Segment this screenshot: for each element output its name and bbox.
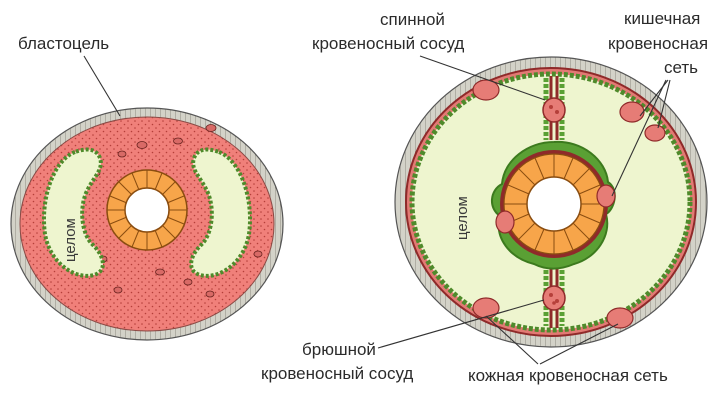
left-cross-section: бластоцель целом <box>11 34 283 340</box>
intestinal-net-label-3: сеть <box>664 58 698 77</box>
blastocoel-leader <box>84 56 120 116</box>
right-cross-section: целом спинной кровеносный сосуд кишечная… <box>261 9 708 385</box>
left-coelom-label: целом <box>62 218 79 262</box>
right-coelom-label: целом <box>454 196 471 240</box>
left-gut <box>107 170 187 250</box>
dorsal-vessel-label-1: спинной <box>380 10 445 29</box>
intestinal-net-label-1: кишечная <box>624 9 700 28</box>
blastocoel-label: бластоцель <box>18 34 109 53</box>
intestinal-net-label-2: кровеносная <box>608 34 708 53</box>
ventral-vessel-label-1: брюшной <box>302 340 376 359</box>
dorsal-vessel <box>543 98 565 122</box>
dorsal-vessel-label-2: кровеносный сосуд <box>312 34 464 53</box>
ventral-vessel <box>543 286 565 310</box>
skin-net-label: кожная кровеносная сеть <box>468 366 668 385</box>
ventral-vessel-label-2: кровеносный сосуд <box>261 364 413 383</box>
